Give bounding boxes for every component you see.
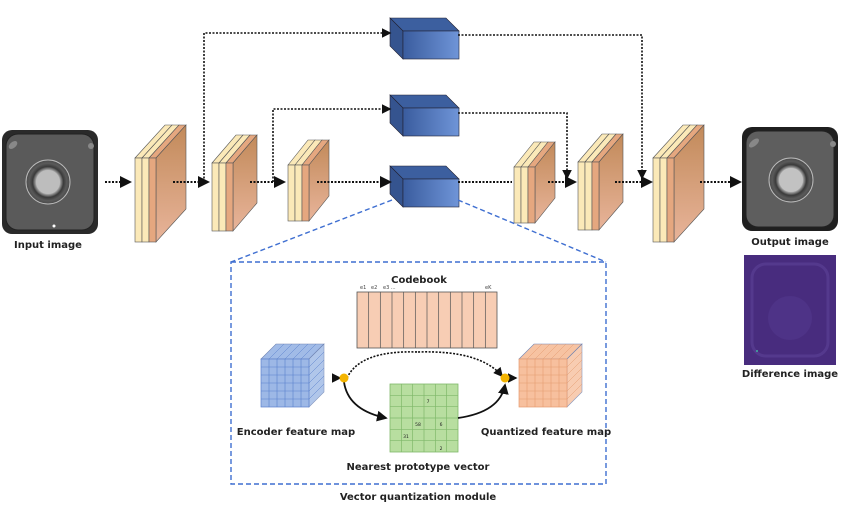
vq-box-mid	[389, 94, 460, 137]
skip-mid-out	[458, 112, 572, 180]
output-image	[742, 127, 838, 231]
codebook-entry-e3: e3 ...	[383, 285, 396, 291]
input-image	[2, 130, 98, 234]
difference-image	[744, 255, 836, 365]
encoder-feature-map-label: Encoder feature map	[237, 427, 355, 438]
vq-module-border	[230, 199, 607, 485]
arrow-junction-to-prototype	[343, 381, 388, 422]
codebook-entry-eK: eK	[485, 285, 492, 291]
vq-box-bottom	[389, 165, 460, 208]
skip-mid-in	[272, 104, 392, 182]
encoder-block-3	[287, 139, 330, 222]
proto-value-2: 58	[415, 422, 421, 428]
codebook-entry-e2: e2	[371, 285, 377, 291]
arrow-codebook-to-q-junction	[417, 351, 504, 378]
arrow-codebook-to-enc-junction	[346, 351, 419, 379]
decoder-block-2	[577, 133, 624, 231]
skip-top-out	[458, 34, 647, 180]
difference-image-label: Difference image	[742, 369, 838, 380]
vq-box-top	[389, 17, 460, 60]
output-image-label: Output image	[751, 237, 829, 248]
junction-quantized	[500, 373, 510, 383]
prototype-grid	[389, 383, 459, 453]
decoder-block-3	[652, 124, 705, 243]
vq-flow-arrows	[332, 351, 518, 422]
codebook-title: Codebook	[391, 275, 447, 286]
arrow-prototype-to-junction	[457, 383, 509, 419]
input-image-label: Input image	[14, 240, 82, 251]
vq-boxes	[389, 17, 460, 208]
skip-connections	[203, 28, 647, 182]
skip-top-in	[203, 28, 392, 182]
encoder-block-1	[134, 124, 187, 243]
feature-blocks	[134, 124, 705, 243]
proto-value-3: 6	[440, 422, 443, 428]
proto-value-4: 31	[403, 434, 409, 440]
codebook-entry-e1: e1	[360, 285, 366, 291]
encoder-block-2	[211, 134, 258, 232]
junction-encoder	[339, 373, 349, 383]
proto-value-5: 2	[440, 446, 443, 452]
codebook	[356, 291, 498, 349]
decoder-block-1	[513, 141, 556, 224]
nearest-prototype-label: Nearest prototype vector	[347, 462, 490, 473]
quantized-feature-map-label: Quantized feature map	[481, 427, 611, 438]
quantized-feature-map-cube	[518, 343, 583, 408]
encoder-feature-map-cube	[260, 343, 325, 408]
vq-module-label: Vector quantization module	[340, 492, 497, 503]
proto-value-1: 7	[427, 399, 430, 405]
